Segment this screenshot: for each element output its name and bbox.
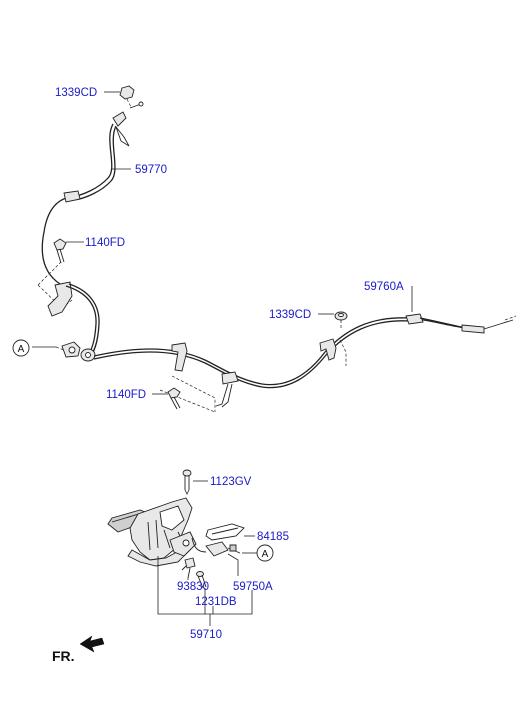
cable-end-fitting-top <box>112 111 127 127</box>
ref-circle-a-left: A <box>12 339 30 357</box>
screw-93830 <box>181 557 196 579</box>
front-label: FR. <box>52 648 75 664</box>
label-1123gv: 1123GV <box>210 476 252 488</box>
cable-end-fitting-right <box>405 313 424 325</box>
label-1140fd-bottom: 1140FD <box>106 389 146 401</box>
label-59750a: 59750A <box>233 581 273 593</box>
label-59760a: 59760A <box>364 281 404 293</box>
bolt-1123gv <box>182 469 192 495</box>
label-93830: 93830 <box>177 581 209 593</box>
bolt-1140fd-top <box>53 238 67 264</box>
label-84185: 84185 <box>257 531 289 543</box>
label-1231db: 1231DB <box>195 596 237 608</box>
label-1339cd-mid: 1339CD <box>269 309 311 321</box>
ref-a-right-label: A <box>262 549 269 560</box>
equalizer-bracket <box>32 341 96 362</box>
parking-brake-lever-assembly <box>107 469 245 589</box>
label-59710: 59710 <box>190 629 222 641</box>
ref-a-left-label: A <box>18 344 25 355</box>
label-59770: 59770 <box>135 164 167 176</box>
label-1140fd-top: 1140FD <box>85 237 125 249</box>
cable-assembly-59760a <box>93 311 517 413</box>
nut-1339cd-mid <box>334 311 348 330</box>
ref-circle-a-right: A <box>242 544 274 562</box>
nut-1339cd-top <box>119 85 135 100</box>
leader-lines <box>66 91 413 626</box>
pad-84185 <box>205 523 245 541</box>
cable-assembly-59770 <box>37 85 144 359</box>
bolt-1140fd-bottom <box>167 387 181 410</box>
front-arrow-icon <box>79 635 105 653</box>
bolt-1231db <box>196 571 207 589</box>
switch-59750a <box>191 537 241 557</box>
front-orientation-indicator: FR. <box>52 635 105 664</box>
label-1339cd-top: 1339CD <box>55 87 97 99</box>
